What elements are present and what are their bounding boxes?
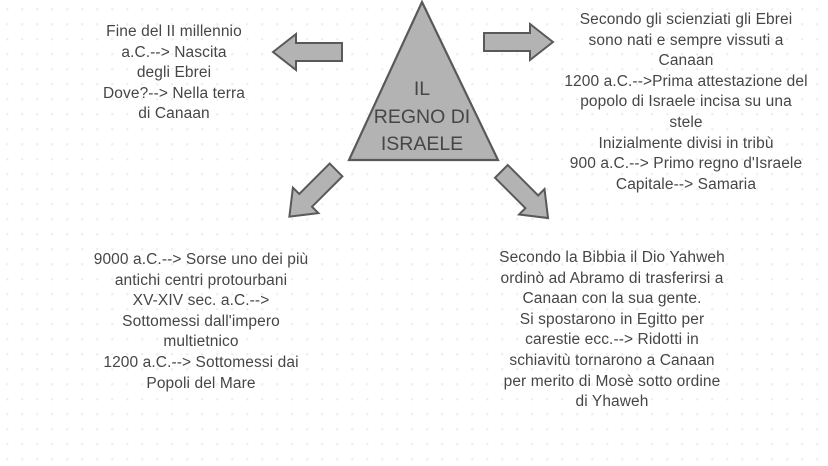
arrow-left-icon[interactable] <box>270 28 346 76</box>
arrow-down-right-icon[interactable] <box>484 158 564 230</box>
triangle-polygon <box>347 0 500 162</box>
arrow-right-polygon <box>483 21 555 63</box>
branch-text-bottom-right: Secondo la Bibbia il Dio Yahweh ordinò a… <box>499 249 725 411</box>
arrow-down-left-polygon <box>288 162 344 218</box>
arrow-left-polygon <box>271 31 343 73</box>
branch-text-top-right: Secondo gli scienziati gli Ebrei sono na… <box>564 11 808 193</box>
central-triangle-shape[interactable] <box>345 0 505 170</box>
arrow-down-right-polygon <box>493 163 550 220</box>
arrow-down-left-icon[interactable] <box>272 158 352 230</box>
branch-text-bottom-left: 9000 a.C.--> Sorse uno dei più antichi c… <box>93 251 309 392</box>
arrow-right-icon[interactable] <box>480 18 556 66</box>
branch-text-top-left: Fine del II millennio a.C.--> Nascita de… <box>103 23 245 123</box>
